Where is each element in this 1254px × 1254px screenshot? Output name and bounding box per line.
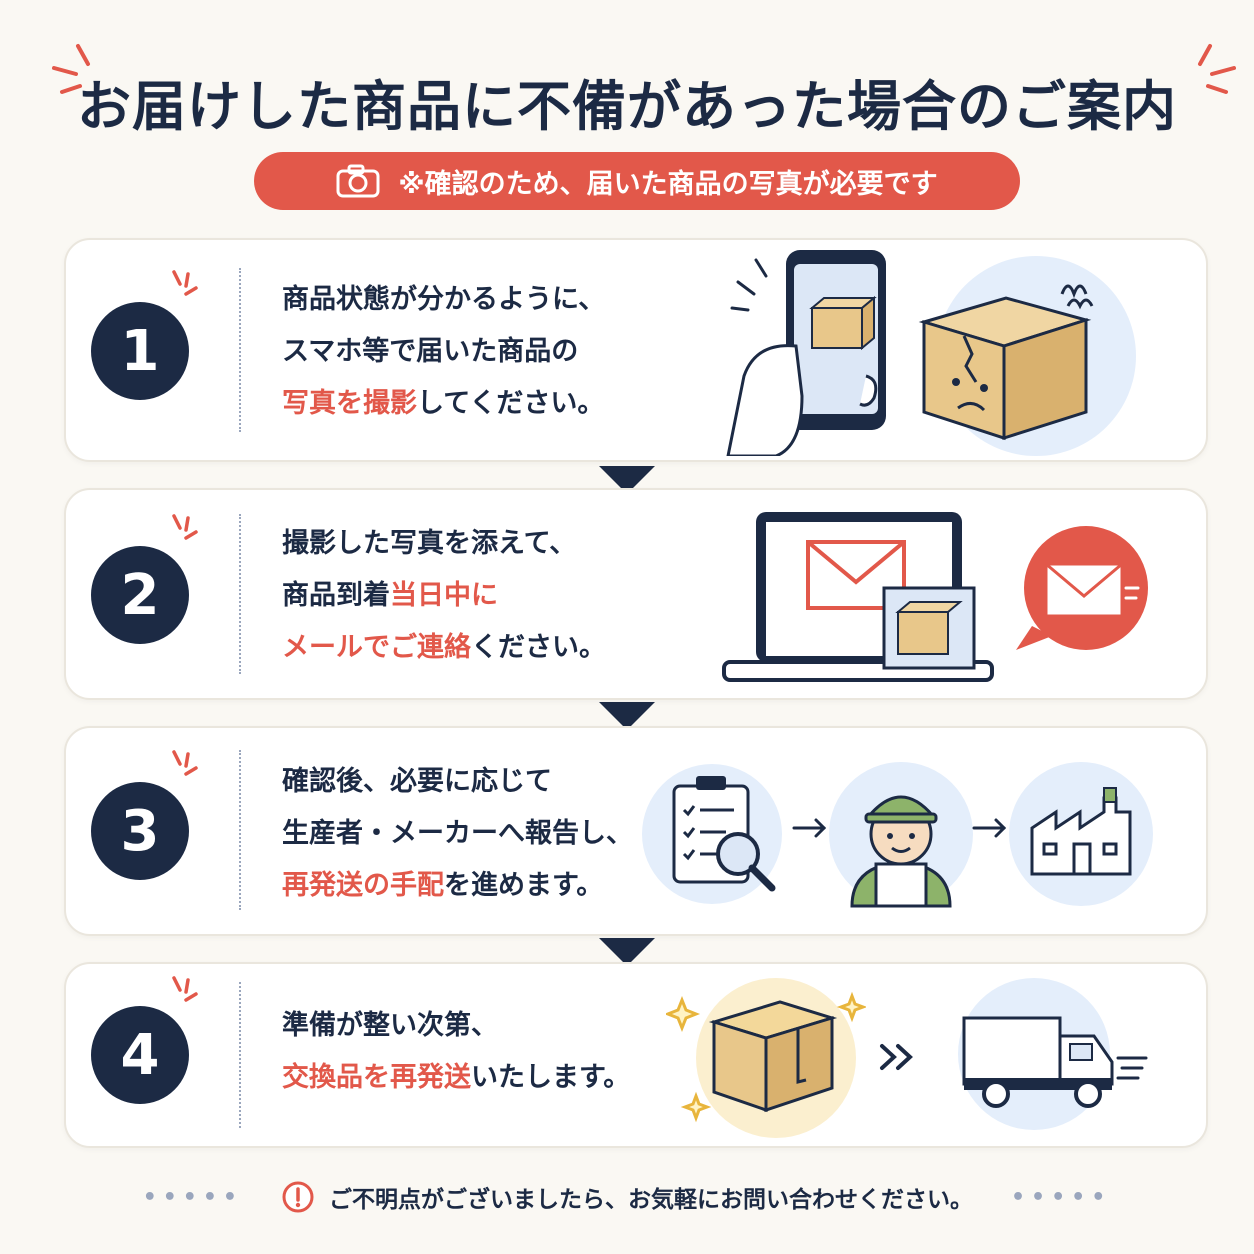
step-text-line: 再発送の手配を進めます。 (282, 870, 604, 901)
step-text-line: 生産者・メーカーへ報告し、 (282, 818, 633, 849)
camera-icon (336, 164, 380, 198)
step-text-line: 商品状態が分かるように、 (282, 284, 606, 315)
number-spark-icon (172, 750, 198, 776)
title-spark-right-icon (1198, 44, 1236, 94)
step-number-1: 1 (91, 302, 189, 400)
laptop-icon (722, 512, 994, 682)
step-1-card: 1 商品状態が分かるように、 スマホ等で届いた商品の 写真を撮影してください。 (64, 238, 1208, 462)
photo-required-banner: ※確認のため、届いた商品の写真が必要です (254, 152, 1020, 210)
step-text-line: 商品到着当日中に (282, 580, 498, 611)
smartphone-icon (726, 250, 886, 456)
step-text-line: 撮影した写真を添えて、 (282, 528, 577, 559)
new-box-icon (666, 978, 866, 1138)
step-2-card: 2 撮影した写真を添えて、 商品到着当日中に メールでご連絡ください。 (64, 488, 1208, 700)
divider-line (239, 268, 241, 432)
step-4-card: 4 準備が整い次第、 交換品を再発送いたします。 (64, 962, 1208, 1148)
arrow-right-icon (792, 818, 827, 838)
step-number-2: 2 (91, 546, 189, 644)
step-2-text: 撮影した写真を添えて、 商品到着当日中に メールでご連絡ください。 (282, 518, 606, 674)
worker-icon (829, 762, 973, 908)
mail-icon (1016, 526, 1148, 650)
footer-dots-left: ••••• (142, 1184, 243, 1210)
footer-dots-right: ••••• (1011, 1184, 1112, 1210)
step-text-line: 確認後、必要に応じて (282, 766, 552, 797)
step-arrow-icon (599, 702, 655, 730)
number-spark-icon (172, 270, 198, 296)
footer: ••••• ご不明点がございましたら、お気軽にお問い合わせください。 ••••• (0, 1172, 1254, 1222)
number-spark-icon (172, 514, 198, 540)
title-spark-left-icon (52, 44, 90, 94)
factory-icon (1009, 762, 1153, 906)
double-chevron-icon (880, 1044, 913, 1070)
arrow-right-icon (972, 818, 1007, 838)
step-text-line: 写真を撮影してください。 (282, 388, 605, 419)
step-3-text: 確認後、必要に応じて 生産者・メーカーへ報告し、 再発送の手配を進めます。 (282, 756, 633, 912)
step-number-4: 4 (91, 1006, 189, 1104)
step-3-card: 3 確認後、必要に応じて 生産者・メーカーへ報告し、 再発送の手配を進めます。 (64, 726, 1208, 936)
page-title: お届けした商品に不備があった場合のご案内 (77, 75, 1177, 138)
step-text-line: 準備が整い次第、 (282, 1010, 498, 1041)
banner-text: ※確認のため、届いた商品の写真が必要です (398, 168, 938, 200)
step-1-text: 商品状態が分かるように、 スマホ等で届いた商品の 写真を撮影してください。 (282, 274, 605, 430)
clipboard-search-icon (642, 764, 782, 904)
step-text-line: スマホ等で届いた商品の (282, 336, 579, 367)
divider-line (239, 982, 241, 1128)
divider-line (239, 750, 241, 910)
footer-text: ご不明点がございましたら、お気軽にお問い合わせください。 (329, 1187, 973, 1213)
number-spark-icon (172, 976, 198, 1002)
step-4-text: 準備が整い次第、 交換品を再発送いたします。 (282, 1000, 630, 1104)
step-arrow-icon (599, 938, 655, 966)
delivery-truck-icon (958, 978, 1148, 1130)
step-number-3: 3 (91, 782, 189, 880)
exclamation-icon (281, 1180, 315, 1214)
step-text-line: 交換品を再発送いたします。 (282, 1062, 631, 1093)
step-text-line: メールでご連絡ください。 (282, 632, 606, 663)
divider-line (239, 514, 241, 674)
damaged-box-icon (918, 256, 1136, 456)
